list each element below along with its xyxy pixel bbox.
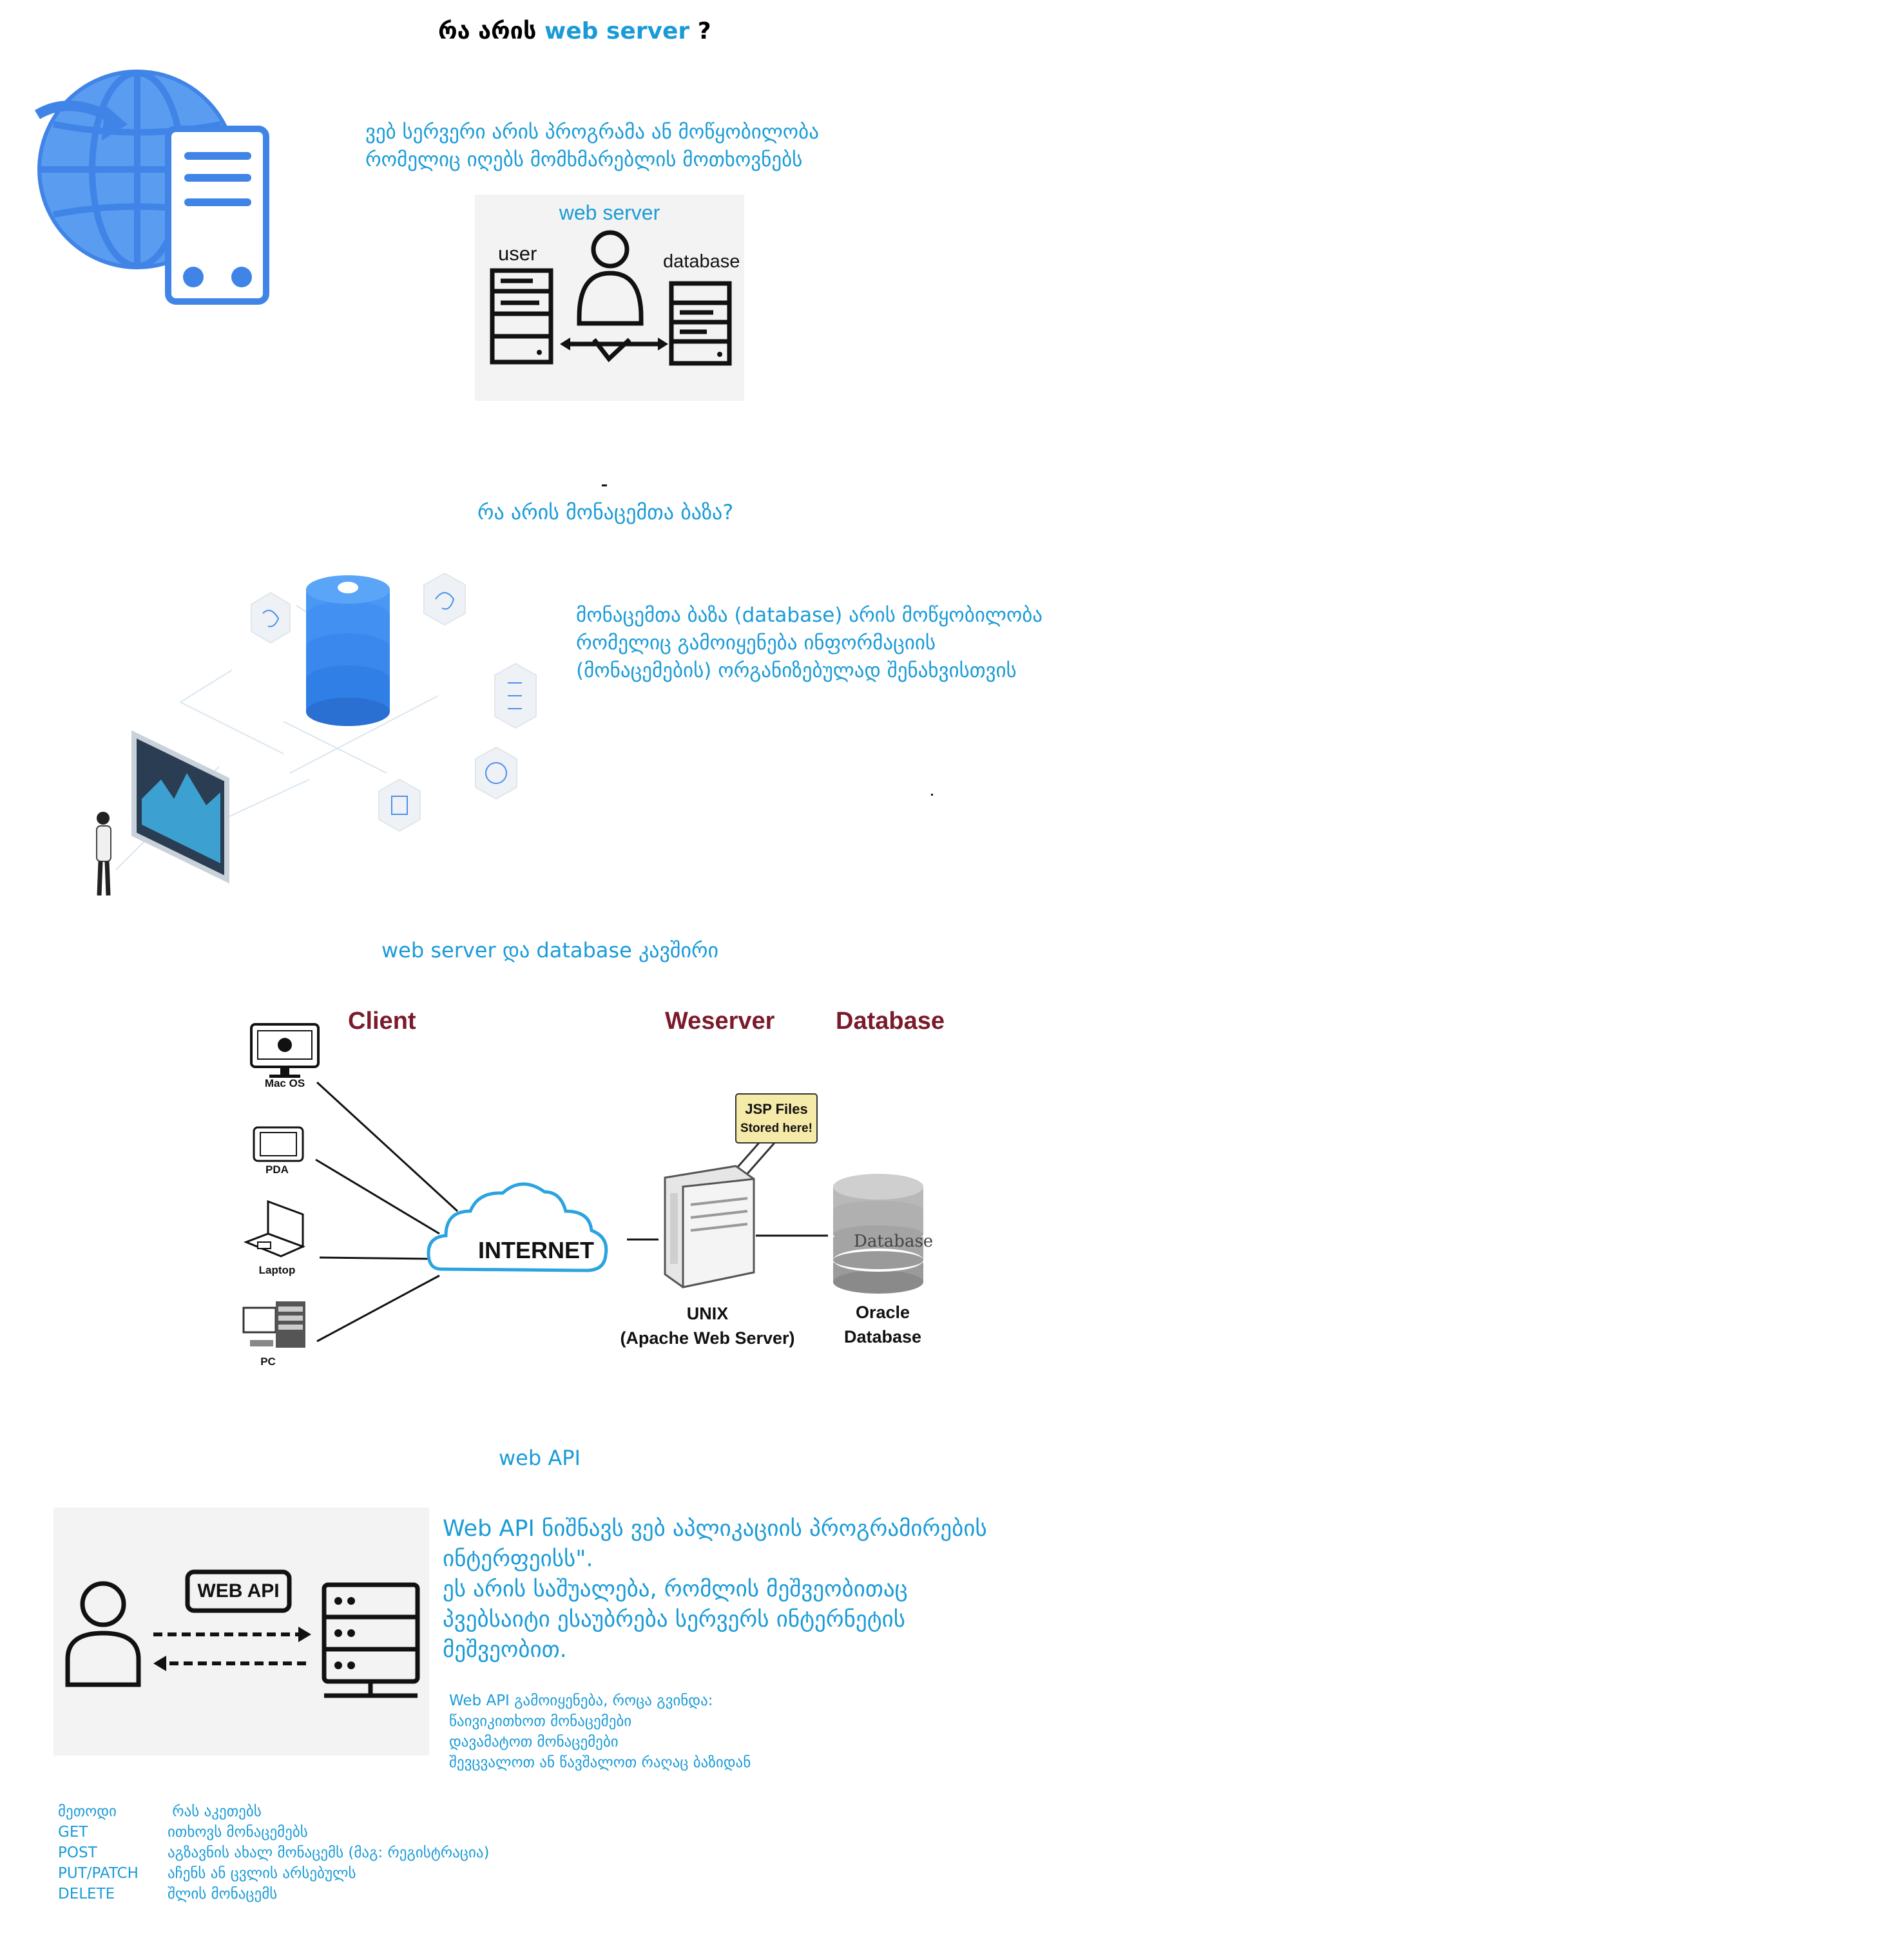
webapi-description-line: Web API ნიშნავს ვებ აპლიკაციის პროგრამირ… [443, 1516, 987, 1542]
jsp-note-line: Stored here! [740, 1122, 813, 1135]
hex-node-icon [251, 591, 291, 644]
method-name: DELETE [58, 1886, 115, 1902]
webserver-heading: Weserver [665, 1008, 775, 1035]
table-row: POST აგზავნის ახალ მონაცემს (მაგ: რეგისტ… [58, 1843, 490, 1863]
webserver-description: ვებ სერვერი არის პროგრამა ან მოწყობილობა… [365, 119, 819, 174]
webapi-uses-item: Web API გამოიყენება, როცა გვინდა: [449, 1692, 713, 1709]
table-row: GET ითხოვს მონაცემებს [58, 1822, 490, 1843]
client-heading: Client [348, 1008, 416, 1035]
webapi-card: WEB API [53, 1508, 429, 1756]
database-description: მონაცემთა ბაზა (database) არის მოწყობილო… [576, 602, 1043, 685]
webserver-diagram-title: web server [559, 201, 660, 224]
oracle-db-label-line: Oracle [855, 1303, 910, 1322]
webapi-description-line: პვებსაიტი ესაუბრება სერვერს ინტერნეტის [443, 1607, 905, 1632]
unix-server-label: UNIX (Apache Web Server) [617, 1301, 798, 1350]
webapi-description: Web API ნიშნავს ვებ აპლიკაციის პროგრამირ… [443, 1514, 987, 1665]
device-label-pc: PC [260, 1355, 276, 1368]
method-name: PUT/PATCH [58, 1865, 139, 1882]
webapi-badge: WEB API [197, 1580, 280, 1602]
database-cylinder-icon [833, 1174, 923, 1294]
stray-dash [602, 484, 607, 486]
dashboard-screen-icon [131, 730, 229, 884]
method-action: ითხოვს მონაცემებს [168, 1824, 308, 1841]
device-label-macos: Mac OS [264, 1077, 305, 1089]
page-title: რა არის web server ? [438, 18, 711, 44]
table-row: DELETE შლის მონაცემს [58, 1884, 490, 1904]
method-action: აჩენს ან ცვლის არსებულს [168, 1865, 356, 1882]
jsp-note: JSP Files Stored here! [736, 1100, 817, 1138]
user-label: user [498, 242, 537, 265]
hex-node-icon [494, 662, 537, 729]
database-cylinder-stack-icon [306, 575, 390, 726]
database-section-title: რა არის მონაცემთა ბაზა? [477, 500, 734, 524]
method-name: GET [58, 1824, 88, 1841]
device-label-pda: PDA [265, 1163, 289, 1176]
method-action: შლის მონაცემს [168, 1886, 278, 1902]
laptop-icon [243, 1200, 305, 1258]
database-label: database [663, 251, 740, 272]
internet-label: INTERNET [478, 1237, 594, 1263]
globe-server-icon [34, 70, 269, 305]
methods-header-method: მეთოდი [58, 1803, 117, 1820]
webapi-uses-item: დავამატოთ მონაცემები [449, 1734, 619, 1750]
hex-node-icon [378, 778, 421, 832]
mac-monitor-icon [250, 1023, 320, 1078]
connection-section-title: web server და database კავშირი [381, 938, 719, 962]
webserver-description-line: რომელიც იღებს მომხმარებლის მოთხოვნებს [365, 148, 803, 171]
handshake-diagram [490, 230, 732, 366]
title-prefix: რა არის [438, 18, 544, 44]
unix-server-label-line: UNIX [686, 1304, 729, 1323]
database-cylinder-label: Database [854, 1232, 934, 1251]
methods-header-action: რას აკეთებს [168, 1803, 262, 1820]
method-action: აგზავნის ახალ მონაცემს (მაგ: რეგისტრაცია… [168, 1844, 490, 1861]
jsp-note-line: JSP Files [745, 1101, 808, 1117]
webapi-diagram [65, 1569, 420, 1698]
oracle-db-label-line: Database [843, 1327, 922, 1346]
server-tower-icon [664, 1165, 755, 1288]
network-diagram [242, 1023, 923, 1348]
webserver-diagram-card: web server user database [475, 195, 744, 401]
database-description-line: (მონაცემების) ორგანიზებულად შენახვისთვის [576, 659, 1017, 682]
hex-node-icon [423, 572, 466, 626]
methods-header-row: მეთოდი რას აკეთებს [58, 1801, 490, 1822]
method-name: POST [58, 1844, 97, 1861]
person-figure-icon [96, 812, 111, 896]
webapi-section-title: web API [499, 1446, 581, 1470]
oracle-db-label: Oracle Database [831, 1300, 934, 1349]
webserver-description-line: ვებ სერვერი არის პროგრამა ან მოწყობილობა [365, 120, 819, 144]
webapi-description-line: ინტერფეისს". [443, 1546, 593, 1572]
database-description-line: რომელიც გამოიყენება ინფორმაციის [576, 631, 936, 655]
database-description-line: მონაცემთა ბაზა (database) არის მოწყობილო… [576, 604, 1043, 627]
webapi-uses-item: შევცვალოთ ან წავშალოთ რაღაც ბაზიდან [449, 1754, 751, 1771]
unix-server-label-line: (Apache Web Server) [620, 1328, 795, 1348]
http-methods-table: მეთოდი რას აკეთებს GET ითხოვს მონაცემებს… [58, 1801, 490, 1904]
database-heading: Database [836, 1008, 945, 1035]
title-accent: web server [544, 18, 690, 44]
webapi-uses-list: Web API გამოიყენება, როცა გვინდა: წაივიკ… [449, 1690, 751, 1773]
table-row: PUT/PATCH აჩენს ან ცვლის არსებულს [58, 1863, 490, 1884]
webapi-description-line: მეშვეობით. [443, 1637, 567, 1663]
webapi-uses-item: წაივიკითხოთ მონაცემები [449, 1713, 632, 1730]
pc-icon [242, 1301, 305, 1348]
jsp-note-box [735, 1093, 818, 1144]
device-label-laptop: Laptop [258, 1264, 296, 1276]
hex-node-icon [475, 746, 517, 800]
webapi-description-line: ეს არის საშუალება, რომლის მეშვეობითაც [443, 1576, 908, 1602]
pda-icon [253, 1126, 304, 1162]
database-illustration [96, 572, 537, 896]
internet-cloud-icon [427, 1182, 608, 1272]
stray-dot [931, 794, 933, 796]
title-suffix: ? [689, 18, 711, 44]
